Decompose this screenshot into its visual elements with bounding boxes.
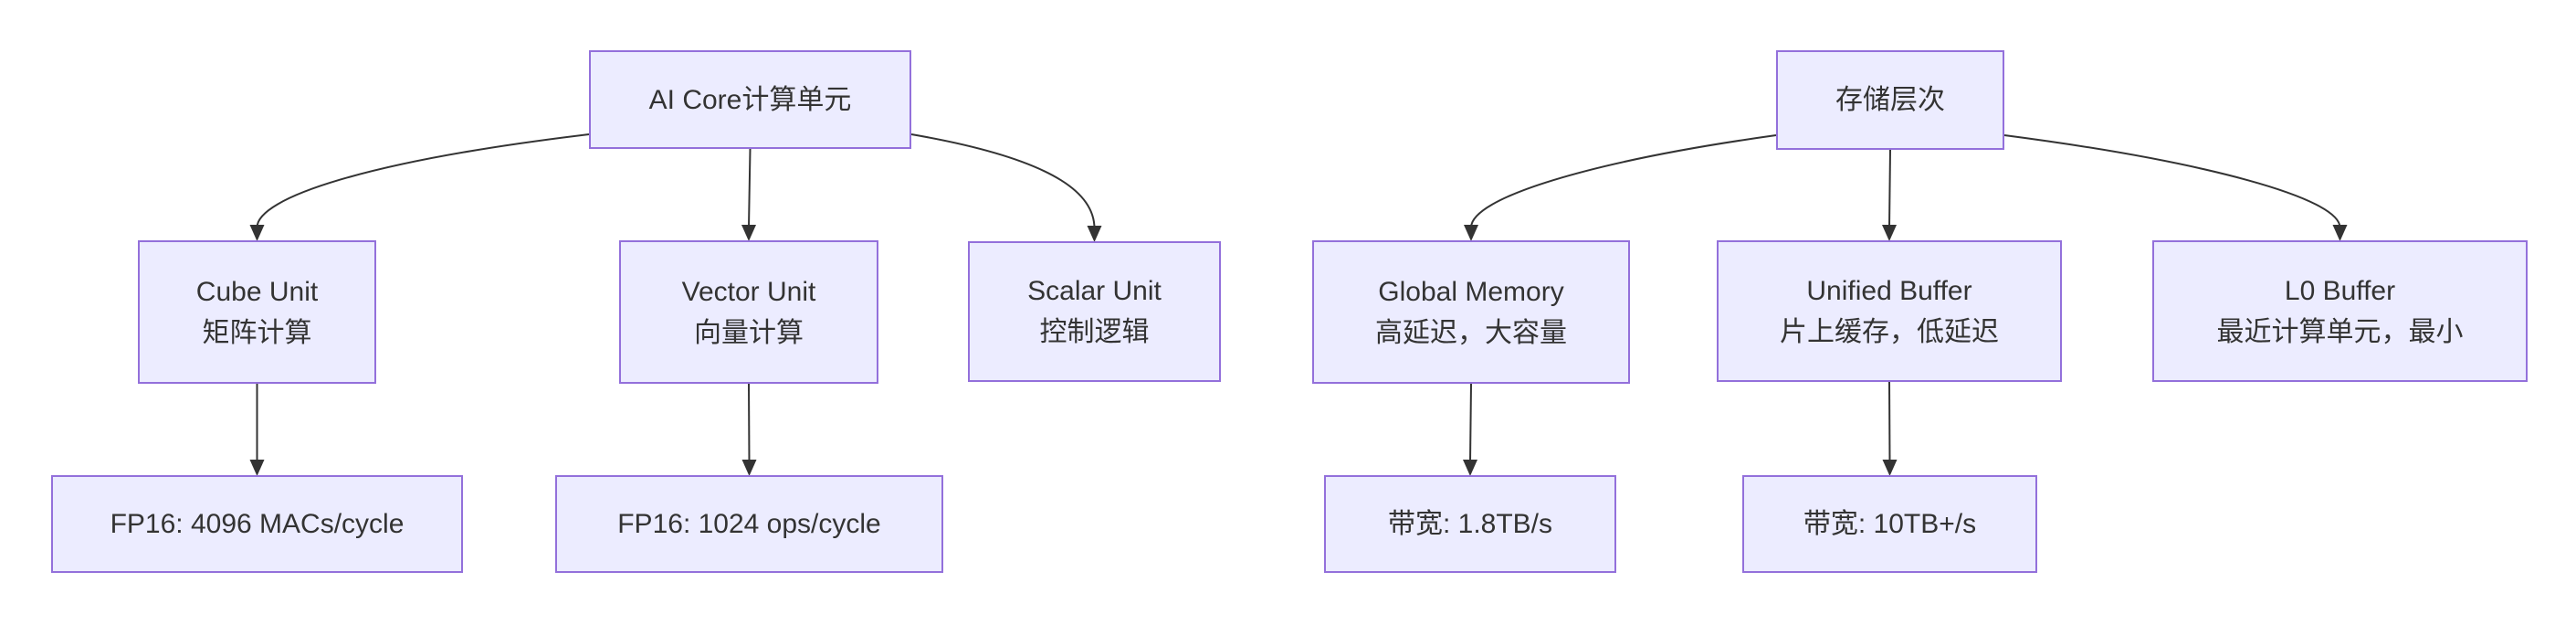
arrowhead-mem_root-l0_buf	[2332, 225, 2348, 241]
arrowhead-global_mem-gm_spec	[1463, 460, 1477, 476]
node-ai-core: AI Core计算单元	[589, 50, 911, 149]
arrowhead-ai_core-cube	[249, 225, 265, 241]
node-label: FP16: 4096 MACs/cycle	[110, 509, 405, 539]
node-label: Scalar Unit	[1027, 276, 1162, 306]
node-unified-buffer-bandwidth: 带宽: 10TB+/s	[1742, 475, 2037, 573]
edge-ai_core-cube	[256, 133, 590, 228]
node-global-memory: Global Memory 高延迟，大容量	[1312, 240, 1630, 384]
arrowhead-vector-vector_spec	[741, 460, 757, 476]
edge-mem_root-unified_buf	[1888, 149, 1891, 228]
node-label: FP16: 1024 ops/cycle	[617, 509, 881, 539]
node-label: L0 Buffer	[2284, 275, 2396, 306]
node-sublabel: 最近计算单元，最小	[2216, 316, 2464, 347]
arrowhead-cube-cube_spec	[249, 460, 265, 476]
node-label: Vector Unit	[681, 276, 816, 307]
node-memory-hierarchy: 存储层次	[1776, 50, 2004, 150]
arrowhead-mem_root-global_mem	[1464, 225, 1478, 241]
node-l0-buffer: L0 Buffer 最近计算单元，最小	[2152, 240, 2528, 382]
arrowhead-unified_buf-ub_spec	[1882, 460, 1898, 476]
node-label: 存储层次	[1835, 85, 1945, 115]
node-label: Cube Unit	[195, 276, 319, 307]
edge-global_mem-gm_spec	[1469, 383, 1472, 463]
node-cube-unit: Cube Unit 矩阵计算	[138, 240, 376, 384]
node-unified-buffer: Unified Buffer 片上缓存，低延迟	[1717, 240, 2062, 382]
arrowhead-mem_root-unified_buf	[1882, 225, 1897, 241]
node-vector-unit: Vector Unit 向量计算	[619, 240, 878, 384]
node-scalar-unit: Scalar Unit 控制逻辑	[968, 241, 1221, 382]
edge-mem_root-global_mem	[1470, 134, 1777, 228]
node-label: 带宽: 10TB+/s	[1803, 509, 1977, 539]
node-sublabel: 向量计算	[694, 317, 804, 348]
node-sublabel: 高延迟，大容量	[1375, 317, 1567, 348]
edge-mem_root-l0_buf	[2003, 134, 2341, 228]
node-cube-spec: FP16: 4096 MACs/cycle	[51, 475, 463, 573]
node-sublabel: 矩阵计算	[202, 317, 312, 348]
node-label: Global Memory	[1378, 276, 1564, 307]
arrowhead-ai_core-scalar	[1087, 226, 1102, 242]
edge-ai_core-scalar	[910, 133, 1096, 229]
node-vector-spec: FP16: 1024 ops/cycle	[555, 475, 943, 573]
node-sublabel: 片上缓存，低延迟	[1780, 316, 1999, 347]
node-sublabel: 控制逻辑	[1039, 317, 1150, 347]
node-global-memory-bandwidth: 带宽: 1.8TB/s	[1324, 475, 1616, 573]
edge-unified_buf-ub_spec	[1888, 381, 1891, 463]
node-label: 带宽: 1.8TB/s	[1387, 509, 1553, 539]
edge-vector-vector_spec	[748, 383, 751, 463]
node-label: AI Core计算单元	[648, 84, 852, 115]
node-label: Unified Buffer	[1806, 275, 1972, 306]
arrowhead-ai_core-vector	[741, 225, 756, 241]
edge-ai_core-vector	[748, 148, 752, 228]
